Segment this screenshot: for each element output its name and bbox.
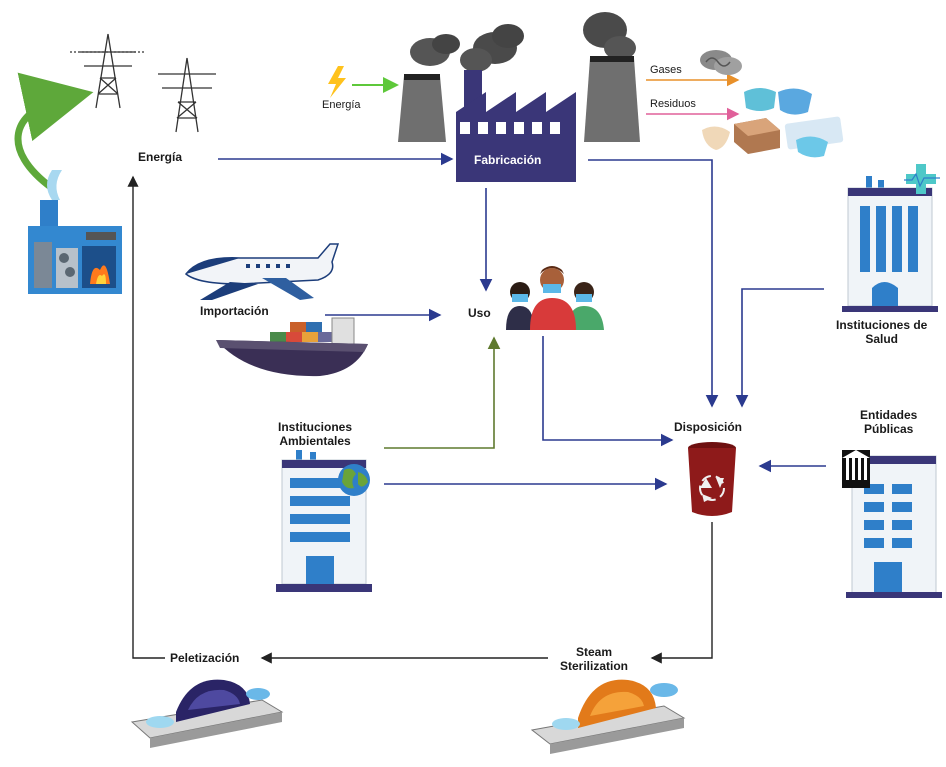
hospital-building-icon [842,164,940,312]
arrow-peletizacion-energia [127,175,165,659]
node-importacion: Importación [200,304,269,318]
node-peletizacion: Peletización [170,651,240,665]
node-energia: Energía [138,150,183,164]
node-fabricacion: Fabricación [474,153,542,167]
node-instituciones-ambientales: Instituciones Ambientales [278,420,353,448]
environmental-building-icon [276,450,372,592]
arrow-uso-disposicion [542,336,674,447]
steam-sterilizer-conveyor-icon [530,679,686,754]
incinerator-icon [28,170,122,294]
airplane-icon [184,243,340,300]
recycling-bin-icon [688,442,736,516]
node-entidades-publicas: Entidades Públicas [860,408,918,436]
connectors [14,72,826,664]
node-energia-input: Energía [322,99,361,111]
node-residuos: Residuos [650,98,696,110]
cargo-ship-icon [216,317,368,377]
mask-waste-icon [702,88,844,158]
masked-people-icon [506,266,604,330]
power-tower-icon [70,33,216,133]
public-building-icon [842,450,942,598]
node-uso: Uso [468,306,491,320]
gas-cloud-icon [700,50,742,75]
factory-icon [398,12,640,182]
node-instituciones-salud: Instituciones de Salud [836,318,928,346]
node-gases: Gases [650,64,682,76]
arrow-ambientales-uso [384,336,501,449]
lightning-bolt-icon [328,66,346,98]
node-disposicion: Disposición [674,420,743,434]
arrow-disposicion-sterilization [650,522,713,664]
arrow-fabricacion-disposicion [588,159,719,408]
arrow-salud-disposicion [735,288,824,408]
node-steam-sterilization: Steam Sterilization [560,645,629,673]
curved-arrow-incinerator-towers [14,72,94,191]
pelletizer-conveyor-icon [130,679,284,748]
